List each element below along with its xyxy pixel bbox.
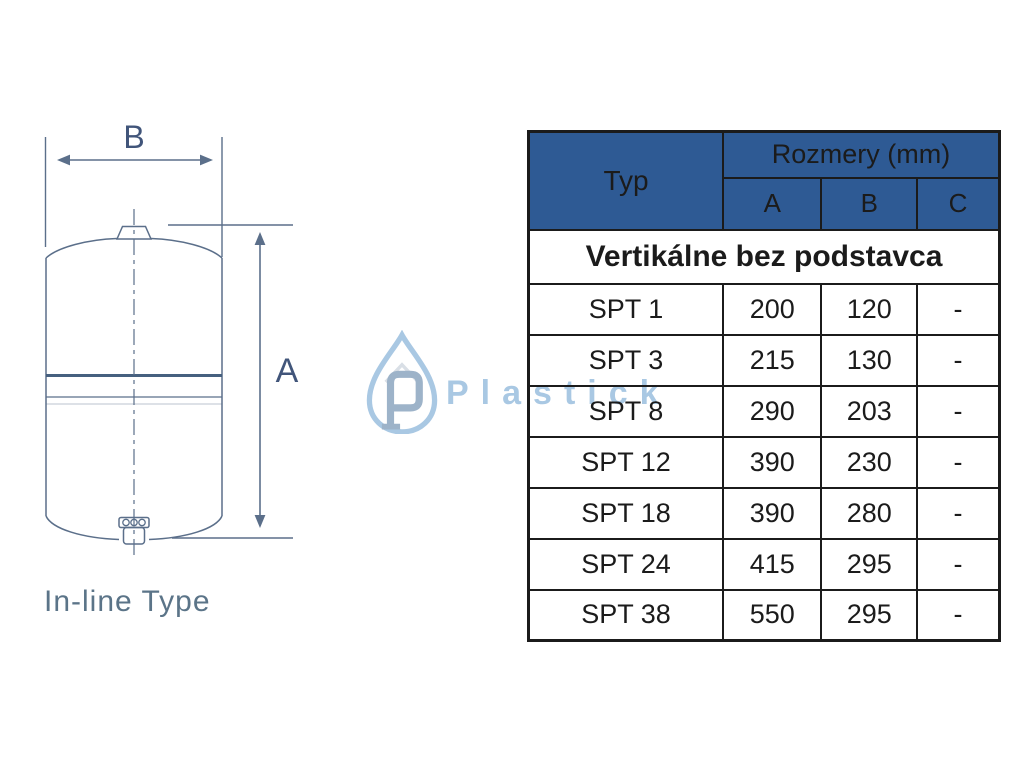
fitting-body-icon xyxy=(122,526,146,545)
dimension-label-b: B xyxy=(123,119,144,155)
table-row: SPT 18 390 280 - xyxy=(527,486,1001,540)
a-cell: 550 xyxy=(722,588,823,642)
fitting-flange-icon xyxy=(118,516,150,529)
tank-bottom-right xyxy=(148,515,223,541)
fitting-bolt-icon xyxy=(138,518,146,527)
tank-dome-right xyxy=(150,237,223,259)
fitting-bolt-icon xyxy=(122,518,130,527)
c-cell: - xyxy=(916,333,1001,387)
typ-cell: SPT 18 xyxy=(527,486,725,540)
header-col-c: C xyxy=(916,176,1001,231)
drop-outline xyxy=(366,329,438,435)
a-cell: 290 xyxy=(722,384,823,438)
a-cell: 390 xyxy=(722,435,823,489)
c-cell: - xyxy=(916,486,1001,540)
b-cell: 295 xyxy=(820,537,919,591)
typ-cell: SPT 3 xyxy=(527,333,725,387)
table-row: SPT 38 550 295 - xyxy=(527,588,1001,642)
table-row: SPT 24 415 295 - xyxy=(527,537,1001,591)
a-cell: 215 xyxy=(722,333,823,387)
table-row: SPT 12 390 230 - xyxy=(527,435,1001,489)
section-title: Vertikálne bez podstavca xyxy=(527,228,1001,285)
table-row: SPT 1 200 120 - xyxy=(527,282,1001,336)
b-cell: 120 xyxy=(820,282,919,336)
water-drop-logo-icon xyxy=(366,329,438,435)
a-cell: 200 xyxy=(722,282,823,336)
dimension-label-a: A xyxy=(276,352,299,390)
b-arrowhead-right-icon xyxy=(200,154,213,166)
b-cell: 280 xyxy=(820,486,919,540)
typ-cell: SPT 24 xyxy=(527,537,725,591)
typ-cell: SPT 8 xyxy=(527,384,725,438)
b-arrowhead-left-icon xyxy=(57,154,70,166)
b-cell: 295 xyxy=(820,588,919,642)
logo-p-glyph xyxy=(386,370,423,426)
b-cell: 130 xyxy=(820,333,919,387)
section-row: Vertikálne bez podstavca xyxy=(527,228,1001,285)
header-rozmery: Rozmery (mm) xyxy=(722,130,1001,179)
diagram-caption: In-line Type xyxy=(44,585,211,618)
a-arrowhead-up-icon xyxy=(254,232,266,245)
tank-dome-left xyxy=(45,237,118,259)
b-cell: 230 xyxy=(820,435,919,489)
valve-cap-icon xyxy=(115,225,153,240)
a-cell: 415 xyxy=(722,537,823,591)
table-row: SPT 8 290 203 - xyxy=(527,384,1001,438)
a-cell: 390 xyxy=(722,486,823,540)
table-row: SPT 3 215 130 - xyxy=(527,333,1001,387)
c-cell: - xyxy=(916,537,1001,591)
header-col-b: B xyxy=(820,176,919,231)
header-col-a: A xyxy=(722,176,823,231)
tank-bottom-left xyxy=(45,515,120,541)
c-cell: - xyxy=(916,384,1001,438)
typ-cell: SPT 12 xyxy=(527,435,725,489)
drop-inner-peak xyxy=(384,362,420,384)
c-cell: - xyxy=(916,282,1001,336)
a-arrowhead-down-icon xyxy=(254,515,266,528)
c-cell: - xyxy=(916,435,1001,489)
typ-cell: SPT 1 xyxy=(527,282,725,336)
fitting-bolt-icon xyxy=(130,518,138,527)
table-header-row: Typ Rozmery (mm) xyxy=(527,130,1001,231)
table-subheader-row: A B C xyxy=(529,176,1001,231)
b-cell: 203 xyxy=(820,384,919,438)
header-typ: Typ xyxy=(527,130,725,231)
c-cell: - xyxy=(916,588,1001,642)
typ-cell: SPT 38 xyxy=(527,588,725,642)
dimensions-table: Typ Rozmery (mm) A B C Vertikálne bez po… xyxy=(527,130,1001,642)
